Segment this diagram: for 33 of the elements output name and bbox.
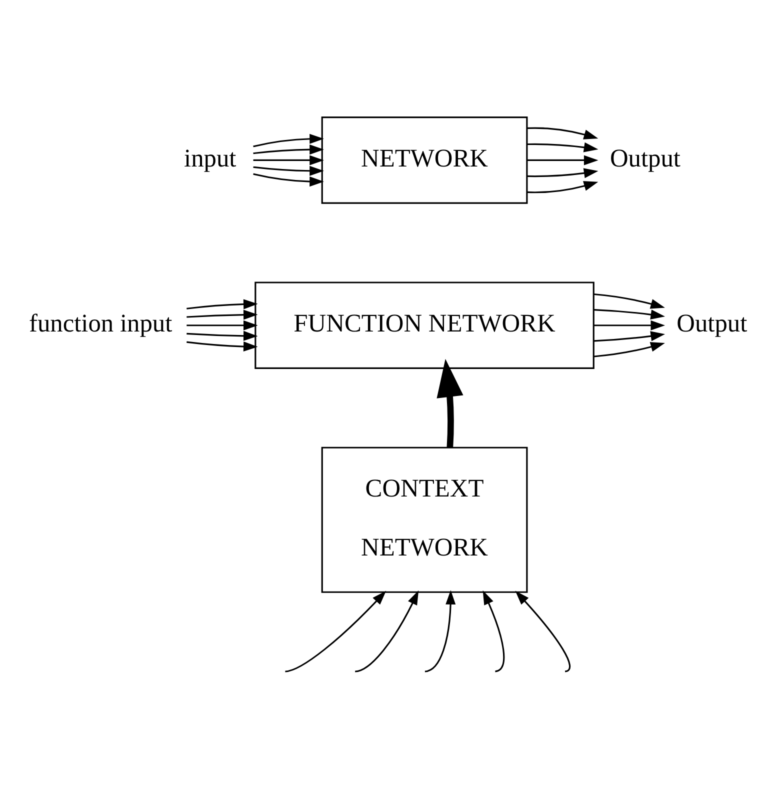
arrow: [354, 590, 419, 672]
arrow: [515, 590, 570, 672]
node-box: FUNCTION NETWORK: [254, 281, 594, 369]
arrow: [482, 590, 505, 672]
arrow: [424, 590, 456, 672]
arrow: [186, 309, 258, 320]
arrow: [253, 144, 324, 154]
node-text: Output: [610, 144, 680, 172]
arrow: [253, 172, 324, 186]
node-box: CONTEXT NETWORK: [321, 446, 528, 592]
arrow: [594, 341, 665, 357]
arrow: [285, 590, 386, 672]
arrow: [186, 320, 258, 330]
arrow: [186, 298, 258, 309]
arrow: [253, 165, 324, 176]
node-text: function input: [29, 308, 172, 337]
arrow: [253, 133, 324, 147]
arrow: [594, 320, 666, 330]
arrow: [527, 180, 598, 193]
node-text: Output: [676, 308, 748, 337]
arrow: [436, 358, 464, 448]
arrow: [594, 330, 666, 342]
node-box: NETWORK: [321, 116, 528, 204]
arrow: [594, 292, 665, 308]
arrow: [527, 154, 598, 165]
arrow: [186, 340, 258, 352]
arrow: [253, 154, 324, 165]
arrow: [527, 142, 598, 152]
arrow: [527, 126, 598, 139]
arrow: [186, 330, 258, 340]
arrow: [527, 168, 598, 178]
node-text: input: [184, 144, 236, 172]
arrow: [594, 308, 666, 320]
